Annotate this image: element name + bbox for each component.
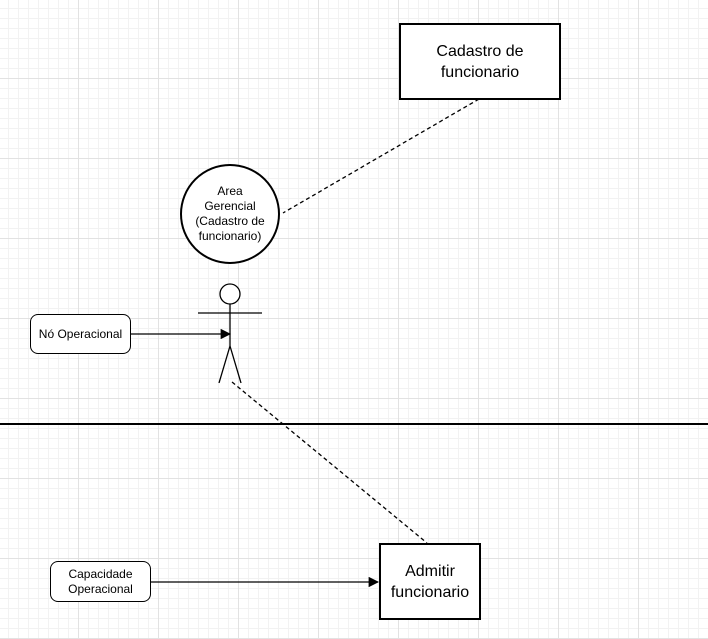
node-no-operacional-label: Nó Operacional — [38, 326, 123, 341]
actor-right-leg — [229, 345, 242, 384]
node-capacidade-operacional[interactable]: Capacidade Operacional — [50, 561, 151, 602]
node-admitir-funcionario[interactable]: Admitir funcionario — [379, 543, 481, 620]
edge-actor-to-admitir[interactable] — [231, 381, 428, 544]
node-cadastro-de-funcionario[interactable]: Cadastro de funcionario — [399, 23, 561, 100]
node-no-operacional[interactable]: Nó Operacional — [30, 314, 131, 354]
node-admitir-label: Admitir funcionario — [390, 562, 470, 601]
actor-head — [219, 283, 241, 305]
node-area-gerencial-label: Area Gerencial (Cadastro de funcionario) — [195, 184, 265, 243]
edge-cadastro-to-area[interactable] — [282, 98, 480, 214]
node-cadastro-label: Cadastro de funcionario — [436, 42, 524, 81]
actor-stick-figure[interactable] — [198, 283, 262, 384]
actor-left-leg — [218, 345, 231, 384]
node-area-gerencial[interactable]: Area Gerencial (Cadastro de funcionario) — [180, 164, 280, 264]
node-capacidade-label: Capacidade Operacional — [68, 566, 133, 596]
